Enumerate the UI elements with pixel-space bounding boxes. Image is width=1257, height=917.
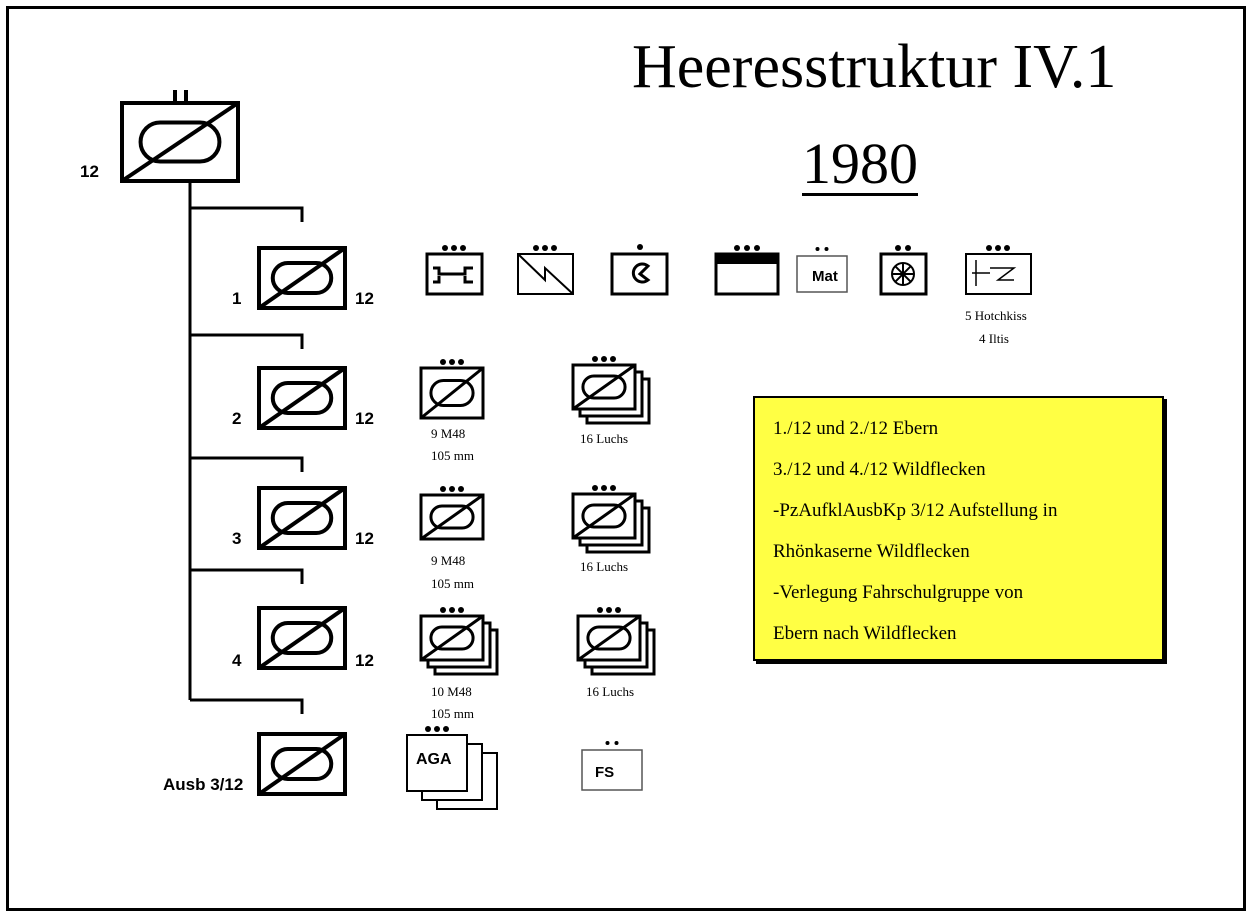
row-2-number: 2 <box>232 409 242 428</box>
mat-label: Mat <box>812 268 838 285</box>
row-4-tank-symbol <box>419 607 499 676</box>
row-4-parent: 12 <box>355 651 374 670</box>
row-3-tank-symbol <box>419 486 485 541</box>
row-2-parent: 12 <box>355 409 374 428</box>
iltis-count: 4 Iltis <box>979 331 1009 346</box>
row-4-number: 4 <box>232 651 242 670</box>
company-symbol-2 <box>257 366 347 430</box>
hotchkiss-count: 5 Hotchkiss <box>965 308 1027 323</box>
brigade-symbol <box>120 90 240 183</box>
row-1-number: 1 <box>232 289 242 308</box>
year-label: 1980 <box>802 131 918 196</box>
slide-frame <box>6 6 1246 911</box>
row-4-tank-caliber: 105 mm <box>431 706 474 721</box>
note-line-4: Rhönkaserne Wildflecken <box>773 541 970 562</box>
row-2-recon-count: 16 Luchs <box>580 431 629 446</box>
aga-symbol <box>406 726 498 810</box>
company-symbol-1 <box>257 246 347 310</box>
row-3-parent: 12 <box>355 529 374 548</box>
page-title: Heeresstruktur IV.1 <box>632 33 1117 101</box>
note-line-5: -Verlegung Fahrschulgruppe von <box>773 582 1024 603</box>
row-3-recon-symbol <box>571 485 651 554</box>
company-symbol-4 <box>257 606 347 670</box>
note-line-6: Ebern nach Wildflecken <box>773 623 957 644</box>
note-line-2: 3./12 und 4./12 Wildflecken <box>773 459 986 480</box>
row-3-tank-caliber: 105 mm <box>431 576 474 591</box>
row-1-support-symbols <box>425 244 1032 296</box>
row-4-recon-count: 16 Luchs <box>586 684 635 699</box>
row-2-recon-symbol <box>571 356 651 425</box>
note-line-3: -PzAufklAusbKp 3/12 Aufstellung in <box>773 500 1058 521</box>
row-4-tank-count: 10 M48 <box>431 684 472 699</box>
row-3-recon-count: 16 Luchs <box>580 559 629 574</box>
row-3-number: 3 <box>232 529 242 548</box>
aga-label: AGA <box>416 751 452 768</box>
row-5-label: Ausb 3/12 <box>163 775 244 794</box>
fs-symbol <box>581 741 643 791</box>
location-note: 1./12 und 2./12 Ebern 3./12 und 4./12 Wi… <box>753 396 1164 661</box>
company-symbol-5 <box>257 732 347 796</box>
row-1-parent: 12 <box>355 289 374 308</box>
row-2-tank-symbol <box>419 359 485 420</box>
fs-label: FS <box>595 764 615 781</box>
brigade-number: 12 <box>80 162 99 181</box>
row-4-recon-symbol <box>576 607 656 676</box>
row-2-tank-caliber: 105 mm <box>431 448 474 463</box>
note-line-1: 1./12 und 2./12 Ebern <box>773 418 939 439</box>
connector-lines <box>188 181 304 714</box>
company-symbol-3 <box>257 486 347 550</box>
row-3-tank-count: 9 M48 <box>431 553 466 568</box>
row-2-tank-count: 9 M48 <box>431 426 466 441</box>
